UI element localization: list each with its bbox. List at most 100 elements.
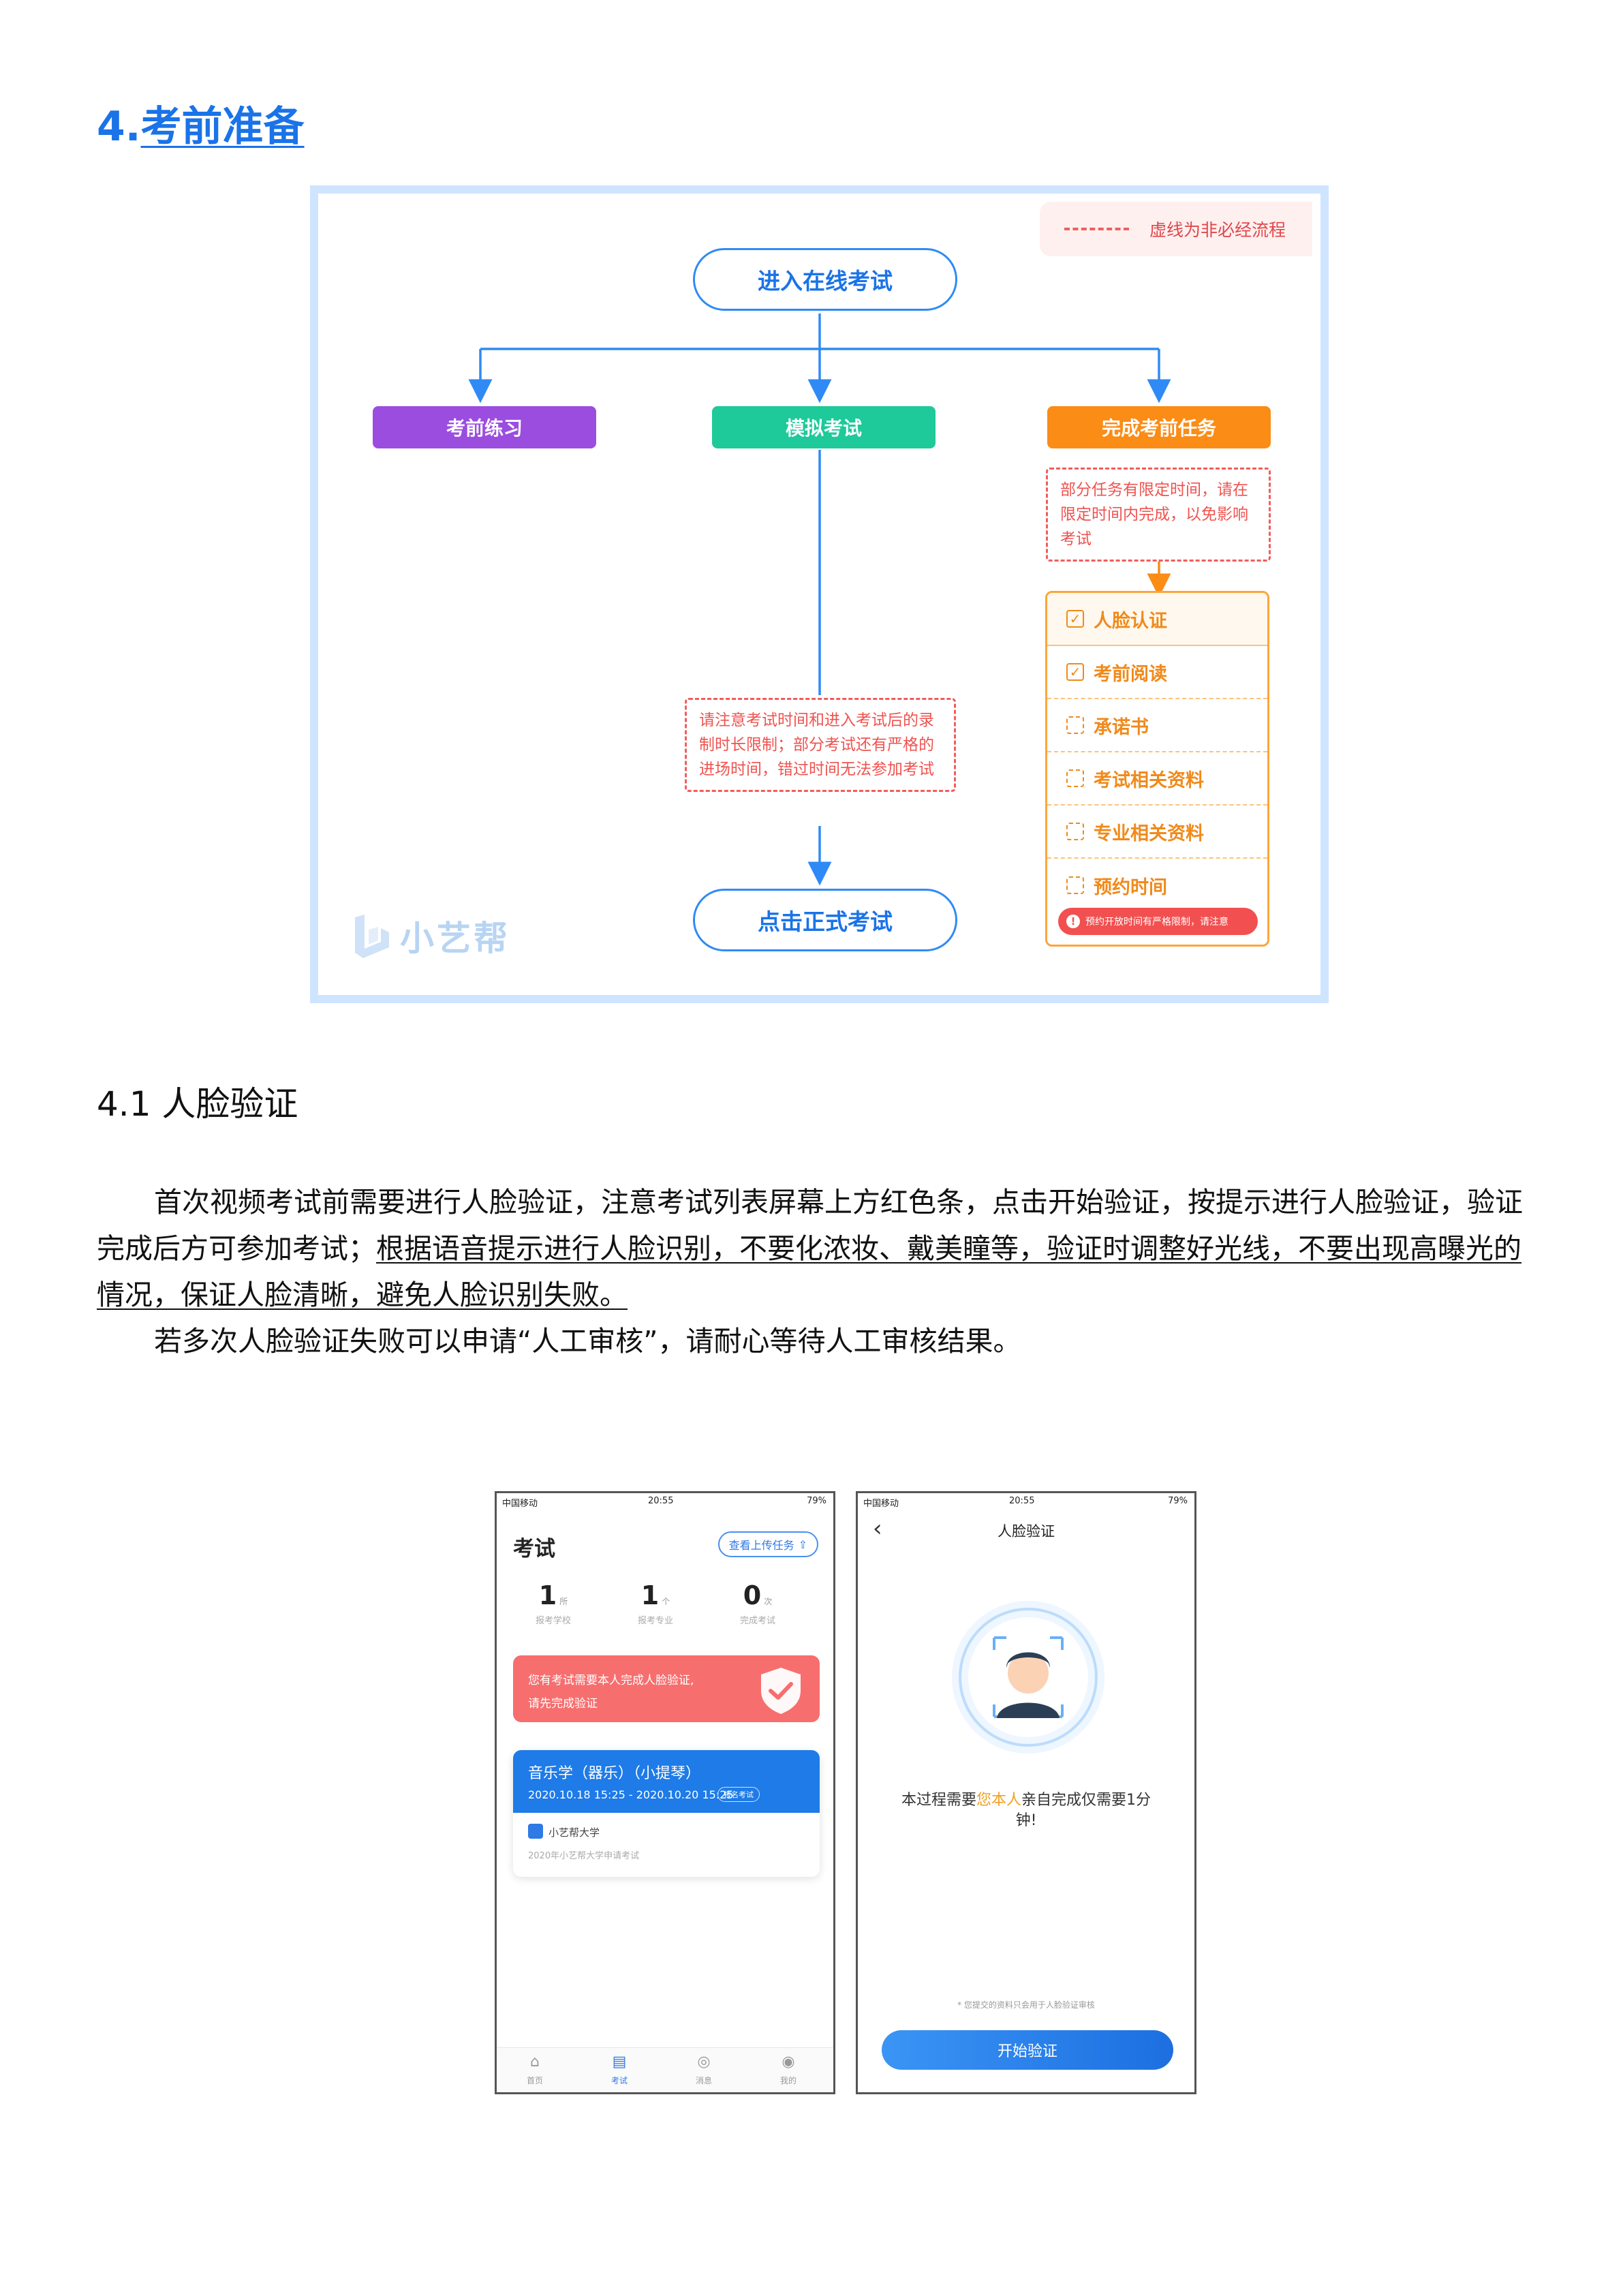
view-upload-tasks-button[interactable]: 查看上传任务 ⇪ bbox=[717, 1531, 818, 1557]
tab-label: 首页 bbox=[526, 2076, 543, 2085]
clock-text: 20:55 bbox=[1009, 1496, 1035, 1506]
exam-name: 音乐学（器乐）（小提琴） bbox=[528, 1765, 701, 1782]
task-row: 承诺书 bbox=[1047, 699, 1267, 752]
battery-text: 79% bbox=[1168, 1496, 1188, 1506]
exam-card[interactable]: 音乐学（器乐）（小提琴） 2020.10.18 15:25 - 2020.10.… bbox=[513, 1750, 820, 1877]
mock-exam-note: 请注意考试时间和进入考试后的录制时长限制；部分考试还有严格的进场时间，错过时间无… bbox=[685, 698, 956, 792]
message-icon: ◎ bbox=[697, 2053, 711, 2070]
start-node: 进入在线考试 bbox=[693, 248, 957, 311]
task-label: 预约时间 bbox=[1094, 876, 1167, 898]
exam-prep-flowchart: 虚线为非必经流程 进入在线考试 考前练习 模拟考试 完成考前任务 部分任务有限定… bbox=[310, 185, 1329, 1003]
end-node: 点击正式考试 bbox=[693, 889, 957, 951]
stat-unit: 所 bbox=[559, 1597, 568, 1606]
task-label: 考试相关资料 bbox=[1094, 769, 1204, 791]
alert-line-1: 您有考试需要本人完成人脸验证, bbox=[528, 1674, 694, 1687]
tab-label: 消息 bbox=[695, 2076, 712, 2085]
optional-box-icon bbox=[1066, 716, 1084, 734]
profile-icon: ◉ bbox=[782, 2053, 795, 2070]
exclamation-icon: ! bbox=[1066, 915, 1080, 928]
legend-text: 虚线为非必经流程 bbox=[1149, 220, 1286, 240]
task-row: ✓ 考前阅读 bbox=[1047, 646, 1267, 699]
bottom-tab-bar: ⌂ 首页 ▤ 考试 ◎ 消息 ◉我的 bbox=[497, 2047, 833, 2092]
desc-highlight: 您本人 bbox=[976, 1792, 1022, 1809]
tab-label: 考试 bbox=[610, 2076, 628, 2085]
exam-card-header: 音乐学（器乐）（小提琴） 2020.10.18 15:25 - 2020.10.… bbox=[513, 1750, 820, 1813]
stat-unit: 个 bbox=[662, 1597, 670, 1606]
dashed-line-sample bbox=[1064, 228, 1129, 230]
task-label: 考前阅读 bbox=[1094, 663, 1167, 685]
phone-screenshot-face-verify: 中国移动 20:55 79% ‹ 人脸验证 本过程需要您本人亲自完成仅需要1分钟… bbox=[856, 1491, 1196, 2094]
branch-pre-exam-tasks: 完成考前任务 bbox=[1047, 406, 1271, 448]
task-label: 专业相关资料 bbox=[1094, 823, 1204, 844]
task-warning: ! 预约开放时间有严格限制，请注意 bbox=[1058, 908, 1258, 935]
stat-label: 完成考试 bbox=[739, 1616, 775, 1626]
paragraph-2: 若多次人脸验证失败可以申请“人工审核”，请耐心等待人工审核结果。 bbox=[154, 1325, 1021, 1358]
logo-mark-icon bbox=[355, 915, 389, 958]
desc-pre: 本过程需要 bbox=[901, 1792, 976, 1809]
alert-line-2: 请先完成验证 bbox=[528, 1697, 598, 1711]
stat-label: 报考专业 bbox=[637, 1616, 673, 1626]
stat-label: 报考学校 bbox=[535, 1616, 571, 1626]
task-label: 承诺书 bbox=[1094, 716, 1149, 738]
tab-exam[interactable]: ▤ 考试 bbox=[592, 2053, 647, 2086]
tab-home[interactable]: ⌂ 首页 bbox=[508, 2053, 562, 2086]
branch-mock-exam: 模拟考试 bbox=[712, 406, 936, 448]
start-verify-button[interactable]: 开始验证 bbox=[882, 2030, 1173, 2070]
carrier-text: 中国移动 bbox=[863, 1499, 899, 1509]
clock-text: 20:55 bbox=[648, 1496, 674, 1506]
heading-number: 4. bbox=[97, 103, 141, 151]
privacy-tip: * 您提交的资料只会用于人脸验证审核 bbox=[957, 2000, 1095, 2010]
status-bar: 中国移动 20:55 79% bbox=[497, 1493, 833, 1510]
shield-check-icon bbox=[761, 1668, 801, 1714]
tab-mine[interactable]: ◉我的 bbox=[761, 2053, 816, 2086]
optional-box-icon bbox=[1066, 823, 1084, 840]
exam-badge: 报名考试 bbox=[717, 1787, 760, 1802]
stat-unit: 次 bbox=[764, 1597, 773, 1606]
school-name: 小艺帮大学 bbox=[548, 1826, 600, 1839]
document-icon: ▤ bbox=[612, 2053, 627, 2070]
page-title: 人脸验证 bbox=[998, 1523, 1055, 1540]
back-chevron-icon[interactable]: ‹ bbox=[873, 1515, 882, 1542]
flow-connectors bbox=[468, 313, 1171, 886]
task-row: 预约时间 bbox=[1047, 859, 1267, 912]
heading-title: 考前准备 bbox=[140, 103, 305, 151]
logo-text: 小艺帮 bbox=[400, 919, 510, 958]
stat-value: 1 bbox=[640, 1580, 660, 1610]
stat-value: 1 bbox=[538, 1580, 557, 1610]
task-list: ✓ 人脸认证 ✓ 考前阅读 承诺书 考试相关资料 专业相关资料 预约时间 ! 预… bbox=[1045, 591, 1269, 947]
battery-text: 79% bbox=[807, 1496, 826, 1506]
task-warning-text: 预约开放时间有严格限制，请注意 bbox=[1085, 917, 1228, 928]
carrier-text: 中国移动 bbox=[502, 1499, 538, 1509]
brand-logo: 小艺帮 bbox=[351, 911, 510, 960]
upload-button-label: 查看上传任务 bbox=[728, 1539, 794, 1552]
school-logo-icon bbox=[528, 1824, 543, 1839]
task-row: ✓ 人脸认证 bbox=[1047, 593, 1267, 646]
face-verify-alert-banner[interactable]: 您有考试需要本人完成人脸验证, 请先完成验证 bbox=[513, 1655, 820, 1722]
optional-box-icon bbox=[1066, 769, 1084, 787]
desc-post: 亲自完成仅需要1分钟! bbox=[1015, 1792, 1151, 1829]
task-label: 人脸认证 bbox=[1094, 610, 1167, 632]
exam-subtitle: 2020年小艺帮大学申请考试 bbox=[528, 1851, 640, 1861]
home-icon: ⌂ bbox=[530, 2053, 540, 2070]
face-scan-illustration bbox=[952, 1601, 1104, 1754]
checked-box-icon: ✓ bbox=[1066, 663, 1084, 681]
upload-icon: ⇪ bbox=[798, 1537, 807, 1551]
branch-practice: 考前练习 bbox=[373, 406, 596, 448]
paragraph-1-underlined: 根据语音提示进行人脸识别，不要化浓妆、戴美瞳等，验证时调整好光线，不要出现高曝光… bbox=[97, 1232, 1521, 1311]
stat-value: 0 bbox=[743, 1580, 762, 1610]
paragraph-1: 首次视频考试前需要进行人脸验证，注意考试列表屏幕上方红色条，点击开始验证，按提示… bbox=[97, 1179, 1534, 1318]
task-time-note: 部分任务有限定时间，请在限定时间内完成，以免影响考试 bbox=[1046, 468, 1271, 562]
optional-box-icon bbox=[1066, 876, 1084, 894]
legend: 虚线为非必经流程 bbox=[1040, 202, 1312, 256]
checked-box-icon: ✓ bbox=[1066, 610, 1084, 628]
tab-messages[interactable]: ◎ 消息 bbox=[677, 2053, 731, 2086]
exam-time: 2020.10.18 15:25 - 2020.10.20 15:25 bbox=[528, 1788, 734, 1801]
status-bar: 中国移动 20:55 79% bbox=[858, 1493, 1194, 1510]
subsection-title: 4.1 人脸验证 bbox=[97, 1084, 298, 1124]
verify-description: 本过程需要您本人亲自完成仅需要1分钟! bbox=[899, 1790, 1154, 1831]
task-row: 专业相关资料 bbox=[1047, 806, 1267, 859]
